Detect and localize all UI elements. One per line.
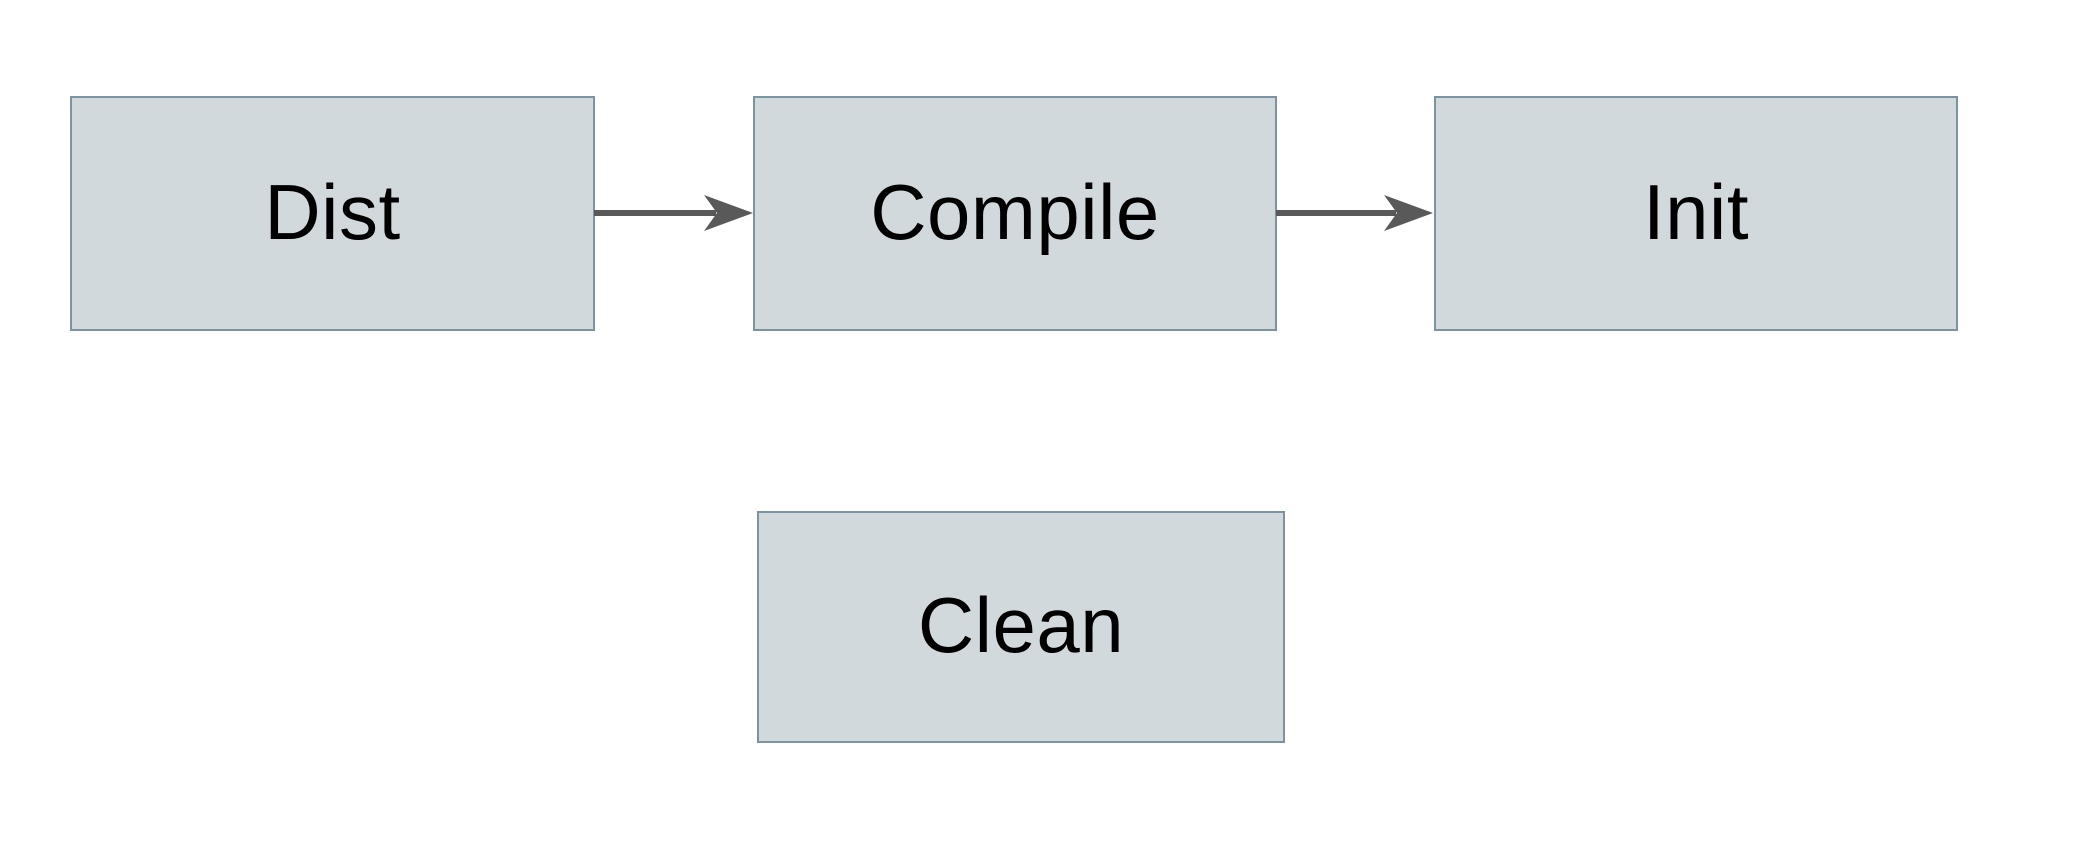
node-dist-label: Dist [264, 167, 401, 256]
arrow-compile-to-init [1276, 195, 1433, 231]
node-clean: Clean [757, 511, 1285, 743]
node-compile-label: Compile [870, 167, 1160, 256]
node-init-label: Init [1642, 167, 1750, 256]
node-init: Init [1434, 96, 1958, 331]
node-compile: Compile [753, 96, 1277, 331]
arrow-dist-to-compile [594, 195, 753, 231]
node-dist: Dist [70, 96, 595, 331]
node-clean-label: Clean [917, 581, 1125, 669]
